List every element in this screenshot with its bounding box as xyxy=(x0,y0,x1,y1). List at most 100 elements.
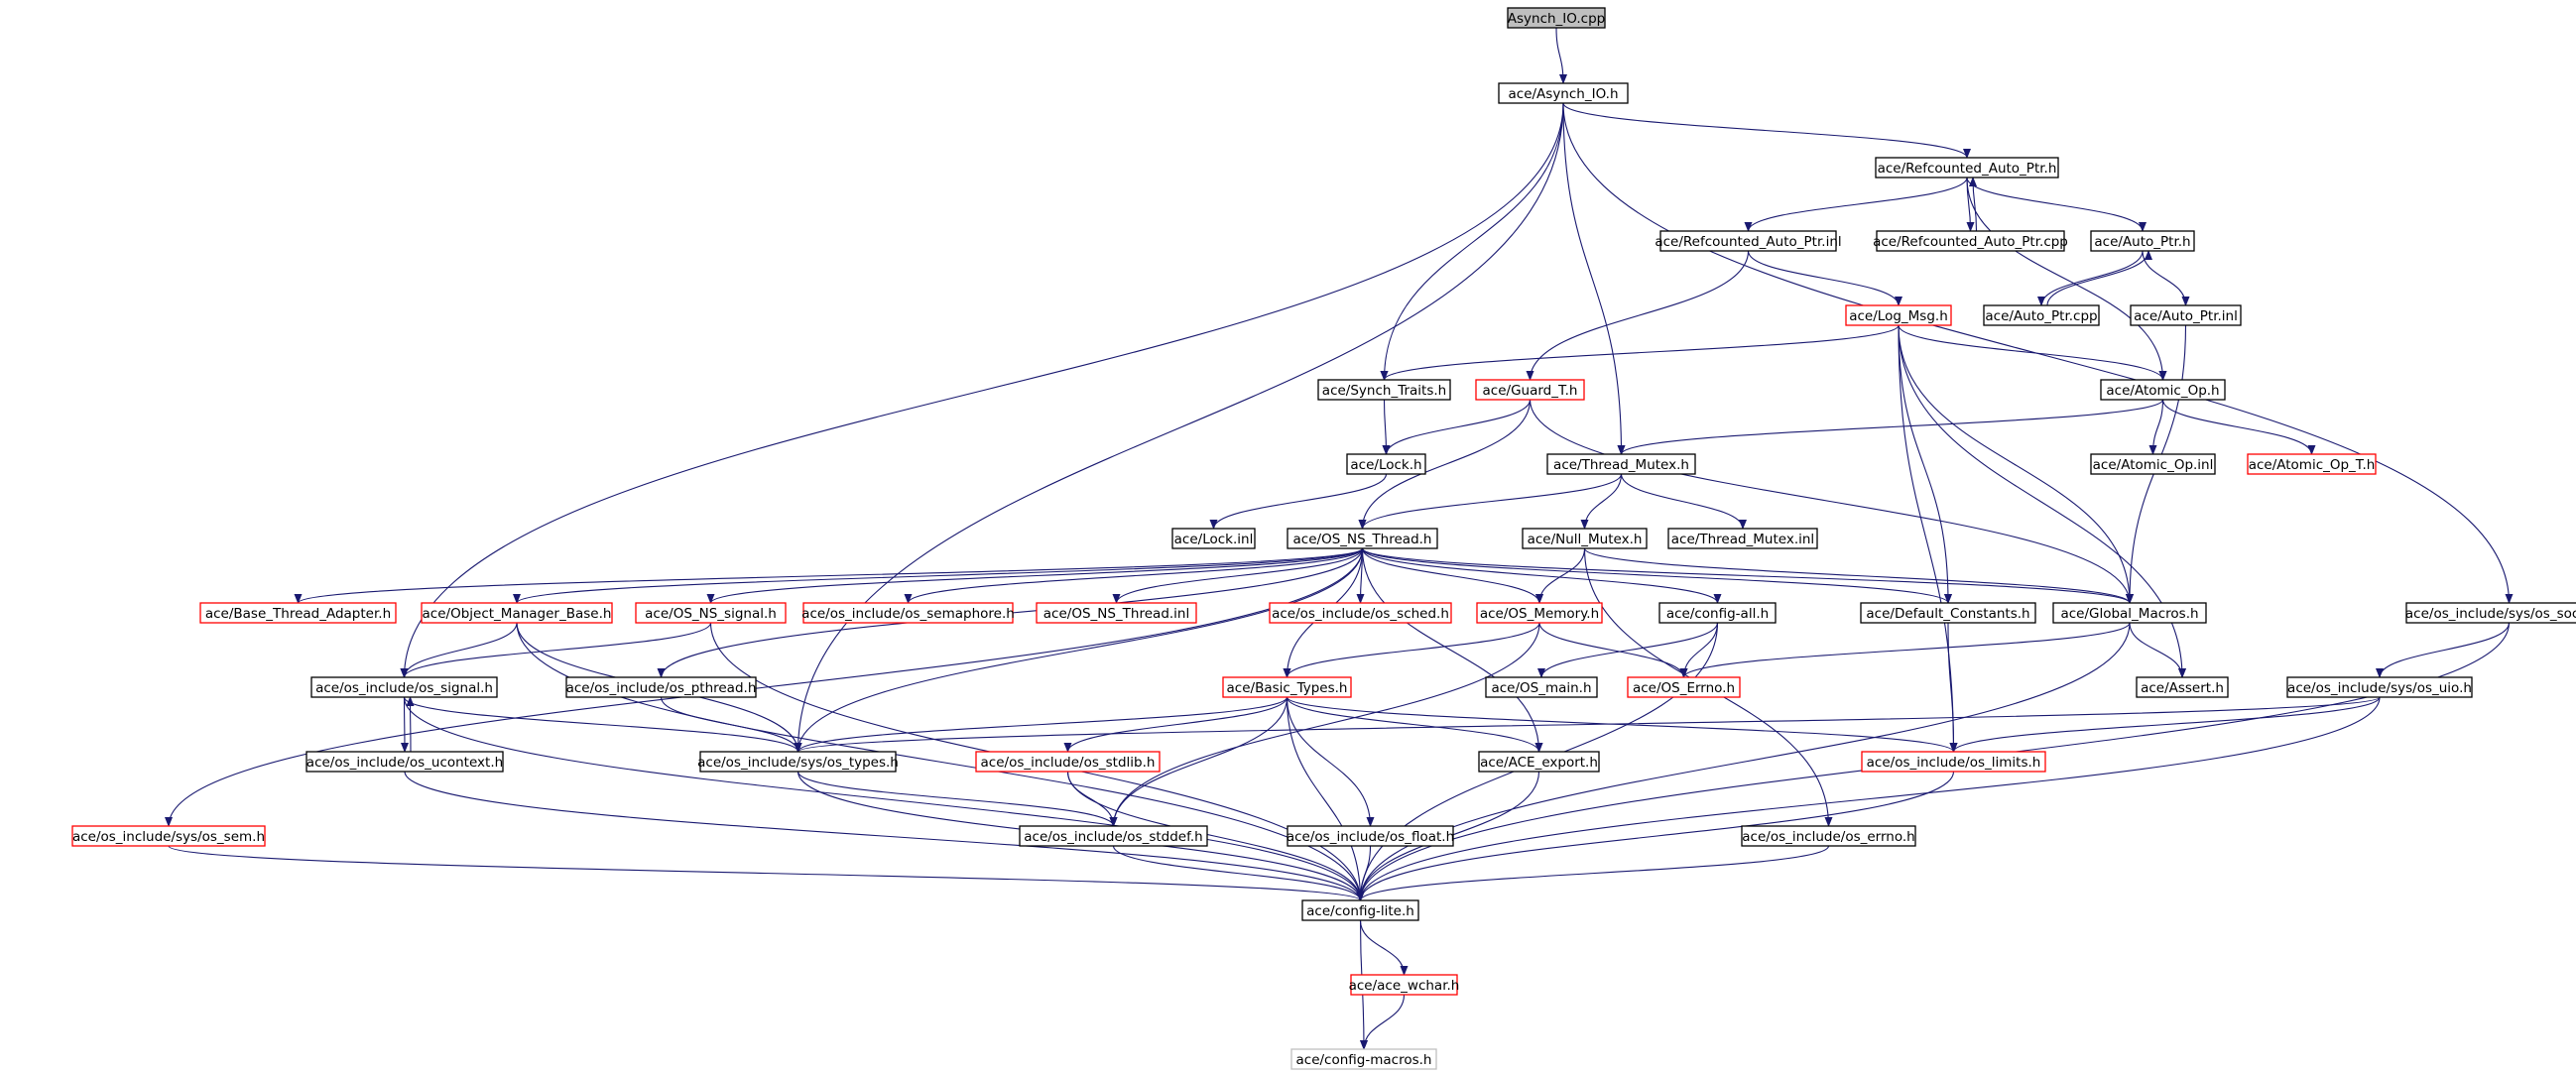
edge-basic-types-to-os-float xyxy=(1286,696,1375,827)
node-label: ace/config-all.h xyxy=(1666,606,1769,622)
node-refauto-cpp[interactable]: ace/Refcounted_Auto_Ptr.cpp xyxy=(1873,230,2068,252)
node-os-errno-h[interactable]: ace/OS_Errno.h xyxy=(1627,676,1741,698)
node-asynch-cpp[interactable]: Asynch_IO.cpp xyxy=(1507,7,1606,29)
edge-sys-sem-to-config-lite xyxy=(168,845,1365,901)
node-box xyxy=(2100,379,2226,401)
edge-os-ns-thread-to-sys-types xyxy=(794,547,1364,753)
node-os-sched[interactable]: ace/os_include/os_sched.h xyxy=(1269,602,1452,624)
node-os-semaphore[interactable]: ace/os_include/os_semaphore.h xyxy=(801,602,1015,624)
node-label: ace/ACE_export.h xyxy=(1480,755,1598,771)
node-os-memory[interactable]: ace/OS_Memory.h xyxy=(1476,602,1603,624)
node-synch-traits[interactable]: ace/Synch_Traits.h xyxy=(1317,379,1451,401)
node-box xyxy=(2130,304,2242,326)
edge-sys-socket-to-sys-uio xyxy=(2376,622,2511,678)
node-global-macros[interactable]: ace/Global_Macros.h xyxy=(2052,602,2207,624)
edge-os-ns-thread-to-os-ns-signal xyxy=(706,547,1364,604)
node-label: ace/Guard_T.h xyxy=(1483,383,1578,399)
edge-os-errno-inc-to-config-lite xyxy=(1356,845,1830,901)
node-box xyxy=(1861,751,2046,773)
node-os-ns-signal[interactable]: ace/OS_NS_signal.h xyxy=(635,602,787,624)
edge-guard-to-global-macros xyxy=(1529,399,2134,604)
node-box xyxy=(1290,1048,1437,1070)
node-base-thread[interactable]: ace/Base_Thread_Adapter.h xyxy=(199,602,397,624)
edge-basic-types-to-os-limits xyxy=(1286,696,1958,753)
edge-os-ns-thread-to-global-macros xyxy=(1361,547,2134,604)
edge-logmsg-to-global-macros xyxy=(1898,324,2134,604)
node-sys-sem[interactable]: ace/os_include/sys/os_sem.h xyxy=(71,825,266,847)
edge-global-macros-to-assert xyxy=(2129,622,2186,678)
node-sys-uio[interactable]: ace/os_include/sys/os_uio.h xyxy=(2286,676,2473,698)
node-label: ace/os_include/os_limits.h xyxy=(1867,755,2041,771)
edge-os-limits-to-config-lite xyxy=(1356,771,1955,901)
edge-global-macros-to-os-errno-h xyxy=(1679,622,2131,678)
node-os-ucontext[interactable]: ace/os_include/os_ucontext.h xyxy=(306,751,504,773)
node-os-stddef[interactable]: ace/os_include/os_stddef.h xyxy=(1019,825,1208,847)
node-basic-types[interactable]: ace/Basic_Types.h xyxy=(1222,676,1352,698)
node-default-const[interactable]: ace/Default_Constants.h xyxy=(1860,602,2036,624)
node-asynch-h[interactable]: ace/Asynch_IO.h xyxy=(1498,82,1629,104)
node-box xyxy=(1317,379,1451,401)
edge-obj-mgr-to-os-signal xyxy=(400,622,518,678)
node-box xyxy=(1658,602,1777,624)
edge-os-ns-thread-to-base-thread xyxy=(294,547,1364,604)
node-os-stdlib[interactable]: ace/os_include/os_stdlib.h xyxy=(975,751,1161,773)
edge-basic-types-to-ace-export xyxy=(1286,696,1543,753)
edge-synch-traits-to-lock-h xyxy=(1382,399,1391,455)
node-config-all[interactable]: ace/config-all.h xyxy=(1658,602,1777,624)
node-logmsg[interactable]: ace/Log_Msg.h xyxy=(1845,304,1952,326)
node-ace-export[interactable]: ace/ACE_export.h xyxy=(1478,751,1600,773)
node-box xyxy=(1667,528,1818,549)
node-os-pthread[interactable]: ace/os_include/os_pthread.h xyxy=(565,676,757,698)
node-box xyxy=(1350,974,1458,996)
node-sys-socket[interactable]: ace/os_include/sys/os_socket.h xyxy=(2405,602,2576,624)
node-os-ns-thread-inl[interactable]: ace/OS_NS_Thread.inl xyxy=(1036,602,1197,624)
node-obj-mgr[interactable]: ace/Object_Manager_Base.h xyxy=(421,602,613,624)
node-os-limits[interactable]: ace/os_include/os_limits.h xyxy=(1861,751,2046,773)
node-atomic-inl[interactable]: ace/Atomic_Op.inl xyxy=(2090,453,2216,475)
node-ace-wchar[interactable]: ace/ace_wchar.h xyxy=(1349,974,1460,996)
edge-sys-uio-to-config-lite xyxy=(1356,696,2381,901)
edge-logmsg-to-os-limits xyxy=(1898,324,1958,753)
edge-os-stddef-to-config-lite xyxy=(1112,845,1365,901)
node-label: ace/Auto_Ptr.cpp xyxy=(1985,308,2097,324)
node-label: ace/os_include/os_semaphore.h xyxy=(801,606,1015,622)
node-atomic-op[interactable]: ace/Atomic_Op.h xyxy=(2100,379,2226,401)
node-os-signal[interactable]: ace/os_include/os_signal.h xyxy=(310,676,498,698)
node-label: ace/os_include/os_float.h xyxy=(1287,829,1454,845)
edge-config-lite-to-ace-wchar xyxy=(1359,919,1409,976)
node-atomic-t[interactable]: ace/Atomic_Op_T.h xyxy=(2247,453,2377,475)
edge-refauto-h-to-autoptr-h xyxy=(1966,177,2147,232)
edge-refauto-cpp-to-refauto-h xyxy=(1969,177,1978,232)
node-sys-types[interactable]: ace/os_include/sys/os_types.h xyxy=(697,751,899,773)
edge-os-signal-to-sys-types xyxy=(403,696,802,753)
node-thread-mutex-inl[interactable]: ace/Thread_Mutex.inl xyxy=(1667,528,1818,549)
node-autoptr-h[interactable]: ace/Auto_Ptr.h xyxy=(2090,230,2195,252)
node-refauto-inl[interactable]: ace/Refcounted_Auto_Ptr.inl xyxy=(1655,230,1842,252)
node-autoptr-cpp[interactable]: ace/Auto_Ptr.cpp xyxy=(1983,304,2100,326)
node-refauto-h[interactable]: ace/Refcounted_Auto_Ptr.h xyxy=(1875,157,2059,179)
node-label: ace/OS_NS_Thread.inl xyxy=(1043,606,1189,622)
node-config-macros[interactable]: ace/config-macros.h xyxy=(1290,1048,1437,1070)
node-label: ace/OS_NS_Thread.h xyxy=(1293,532,1432,547)
node-os-ns-thread[interactable]: ace/OS_NS_Thread.h xyxy=(1287,528,1438,549)
node-box xyxy=(1498,82,1629,104)
node-os-float[interactable]: ace/os_include/os_float.h xyxy=(1287,825,1454,847)
edge-os-ns-signal-to-os-signal xyxy=(400,622,712,678)
node-thread-mutex[interactable]: ace/Thread_Mutex.h xyxy=(1546,453,1696,475)
node-guard[interactable]: ace/Guard_T.h xyxy=(1475,379,1585,401)
node-assert[interactable]: ace/Assert.h xyxy=(2136,676,2229,698)
node-config-lite[interactable]: ace/config-lite.h xyxy=(1301,899,1419,921)
node-os-errno-inc[interactable]: ace/os_include/os_errno.h xyxy=(1741,825,1916,847)
node-lock-inl[interactable]: ace/Lock.inl xyxy=(1171,528,1256,549)
node-os-main[interactable]: ace/OS_main.h xyxy=(1485,676,1598,698)
node-box xyxy=(2136,676,2229,698)
node-null-mutex[interactable]: ace/Null_Mutex.h xyxy=(1522,528,1648,549)
edge-os-pthread-to-sys-types xyxy=(660,696,802,753)
edge-os-ns-thread-to-os-memory xyxy=(1361,547,1543,604)
edge-thread-mutex-to-os-ns-thread xyxy=(1358,473,1623,530)
node-box xyxy=(1522,528,1648,549)
node-lock-h[interactable]: ace/Lock.h xyxy=(1346,453,1426,475)
edge-os-ns-thread-to-os-ns-thread-inl xyxy=(1112,547,1364,604)
node-autoptr-inl[interactable]: ace/Auto_Ptr.inl xyxy=(2130,304,2242,326)
node-box xyxy=(1876,230,2065,252)
